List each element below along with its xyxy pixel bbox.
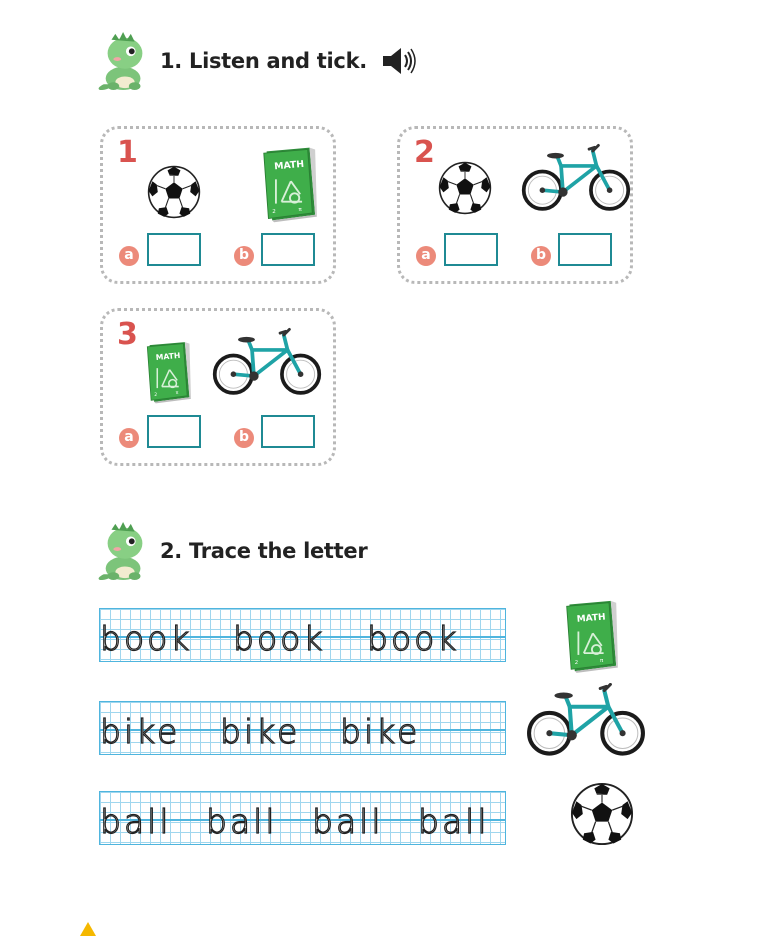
- option-b-label: b: [531, 246, 551, 266]
- option-a-label: a: [119, 246, 139, 266]
- section1-title: 1. Listen and tick.: [160, 49, 367, 73]
- math-book-image: [261, 145, 317, 223]
- bicycle-image: [520, 143, 632, 215]
- option-a-label: a: [119, 428, 139, 448]
- soccer-ball-image: [438, 161, 492, 215]
- dinosaur-icon: [96, 520, 154, 582]
- tick-box-b[interactable]: [558, 233, 612, 266]
- exercise-3-box: 3 a b: [100, 308, 336, 466]
- exercise-number: 1: [117, 135, 138, 170]
- trace-word: book: [232, 618, 326, 658]
- tick-box-a[interactable]: [147, 415, 201, 448]
- trace-word: bike: [219, 711, 301, 751]
- trace-word: book: [366, 618, 460, 658]
- option-a-label: a: [416, 246, 436, 266]
- trace-word: ball: [417, 801, 490, 841]
- option-b-label: b: [234, 428, 254, 448]
- trace-row-book[interactable]: book book book: [99, 608, 506, 662]
- exercise-1-box: 1 a b: [100, 126, 336, 284]
- section2-title: 2. Trace the letter: [160, 539, 368, 563]
- bicycle-image: [525, 683, 647, 759]
- section1-heading: 1. Listen and tick.: [96, 30, 417, 92]
- soccer-ball-image: [570, 782, 634, 846]
- tick-box-b[interactable]: [261, 233, 315, 266]
- tick-box-a[interactable]: [444, 233, 498, 266]
- trace-word: bike: [339, 711, 421, 751]
- exercise-number: 2: [414, 135, 435, 170]
- math-book-image: [145, 339, 191, 405]
- bicycle-image: [211, 327, 323, 399]
- tick-box-a[interactable]: [147, 233, 201, 266]
- trace-word: ball: [100, 801, 172, 841]
- speaker-icon[interactable]: [381, 46, 417, 76]
- exercise-number: 3: [117, 317, 138, 352]
- option-b-label: b: [234, 246, 254, 266]
- math-book-image: [564, 598, 618, 674]
- trace-word: bike: [100, 711, 181, 751]
- exercise-2-box: 2 a b: [397, 126, 633, 284]
- trace-row-bike[interactable]: bike bike bike: [99, 701, 506, 755]
- trace-word: ball: [205, 801, 278, 841]
- soccer-ball-image: [147, 165, 201, 219]
- corner-triangle-decoration: [80, 922, 96, 936]
- trace-row-ball[interactable]: ball ball ball ball: [99, 791, 506, 845]
- trace-word: book: [100, 618, 193, 658]
- trace-word: ball: [311, 801, 384, 841]
- section2-heading: 2. Trace the letter: [96, 520, 368, 582]
- tick-box-b[interactable]: [261, 415, 315, 448]
- dinosaur-icon: [96, 30, 154, 92]
